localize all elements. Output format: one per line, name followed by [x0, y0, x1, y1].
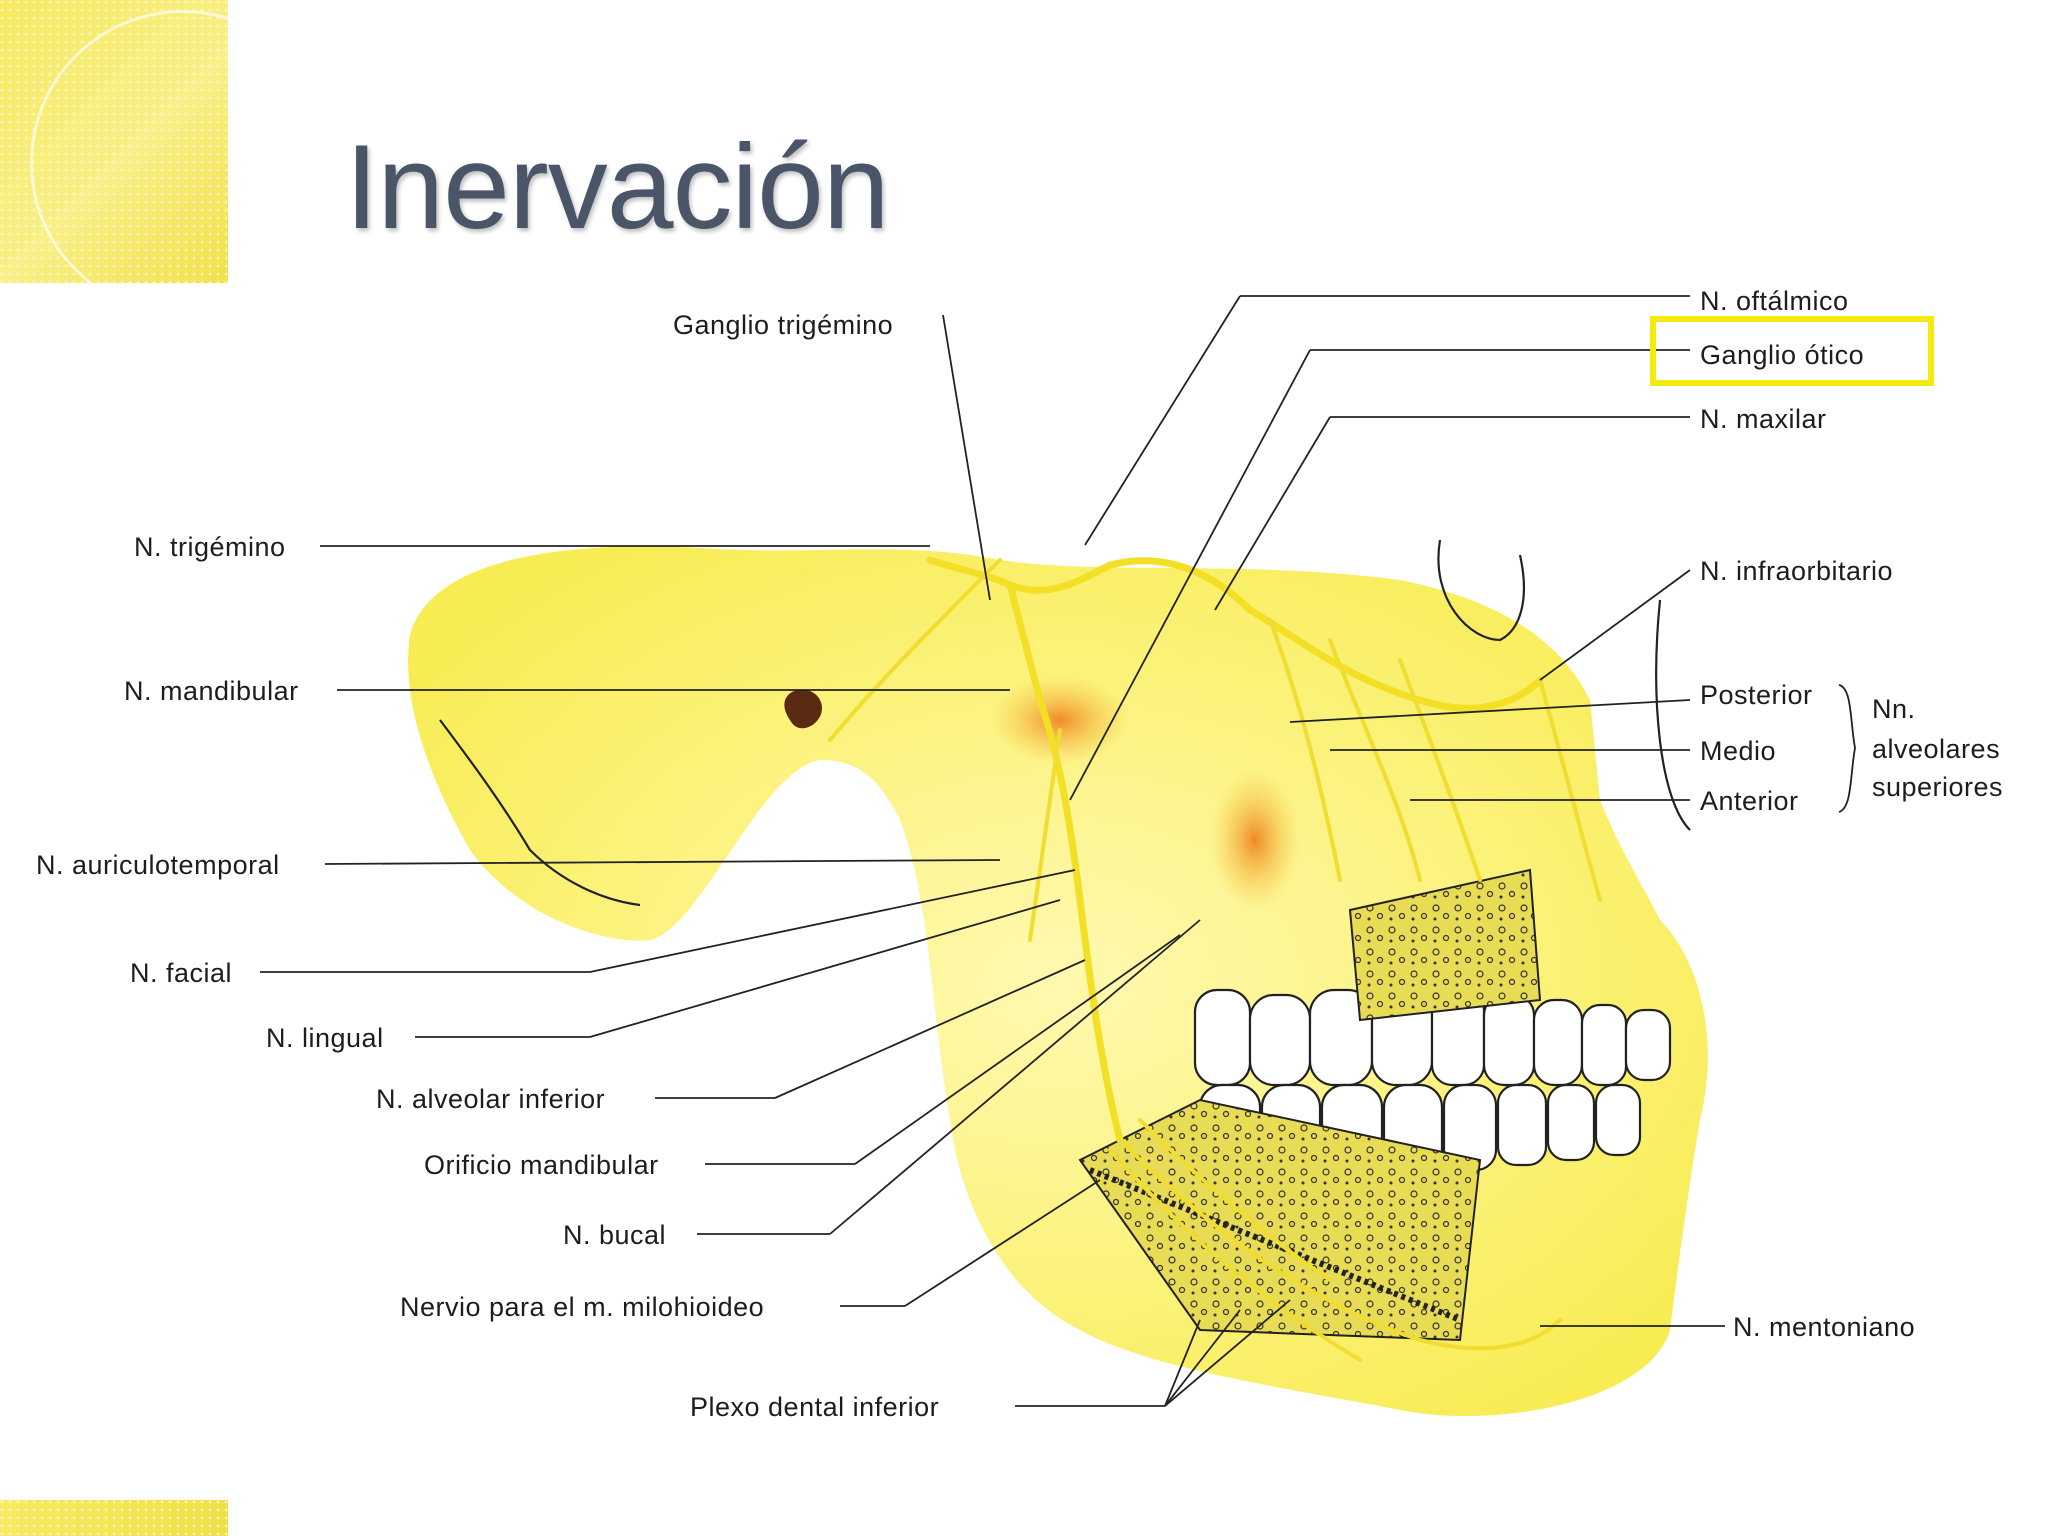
slide-title: Inervación: [345, 120, 890, 254]
labels: Ganglio trigémino N. oftálmico Ganglio ó…: [36, 286, 2003, 1422]
label-ganglio-trigemino: Ganglio trigémino: [673, 310, 893, 340]
label-posterior: Posterior: [1700, 680, 1813, 710]
label-n-maxilar: N. maxilar: [1700, 404, 1827, 434]
label-n-oftalmico: N. oftálmico: [1700, 286, 1849, 316]
label-n-facial: N. facial: [130, 958, 232, 988]
label-n-alveolar-inferior: N. alveolar inferior: [376, 1084, 605, 1114]
label-ganglio-otico: Ganglio ótico: [1700, 340, 1864, 370]
label-n-infraorbitario: N. infraorbitario: [1700, 556, 1893, 586]
label-n-trigemino: N. trigémino: [134, 532, 286, 562]
label-n-auriculotemporal: N. auriculotemporal: [36, 850, 280, 880]
nerve-network: [828, 556, 1602, 1362]
label-superiores: superiores: [1872, 772, 2003, 802]
label-nervio-milohioideo: Nervio para el m. milohioideo: [400, 1292, 764, 1322]
label-anterior: Anterior: [1700, 786, 1799, 816]
label-n-mentoniano: N. mentoniano: [1733, 1312, 1915, 1342]
label-nn: Nn.: [1872, 694, 1916, 724]
label-orificio-mandibular: Orificio mandibular: [424, 1150, 659, 1180]
leader-lines: [260, 295, 1856, 1407]
label-n-lingual: N. lingual: [266, 1023, 384, 1053]
label-n-bucal: N. bucal: [563, 1220, 666, 1250]
label-medio: Medio: [1700, 736, 1776, 766]
label-n-mandibular: N. mandibular: [124, 676, 299, 706]
corner-decoration-top: [0, 0, 228, 283]
highlight-box: [1650, 316, 1934, 386]
upper-bone-block: [1348, 868, 1542, 1022]
label-alveolares: alveolares: [1872, 734, 2000, 764]
corner-decoration-bottom: [0, 1500, 228, 1536]
label-plexo-dental-inferior: Plexo dental inferior: [690, 1392, 939, 1422]
